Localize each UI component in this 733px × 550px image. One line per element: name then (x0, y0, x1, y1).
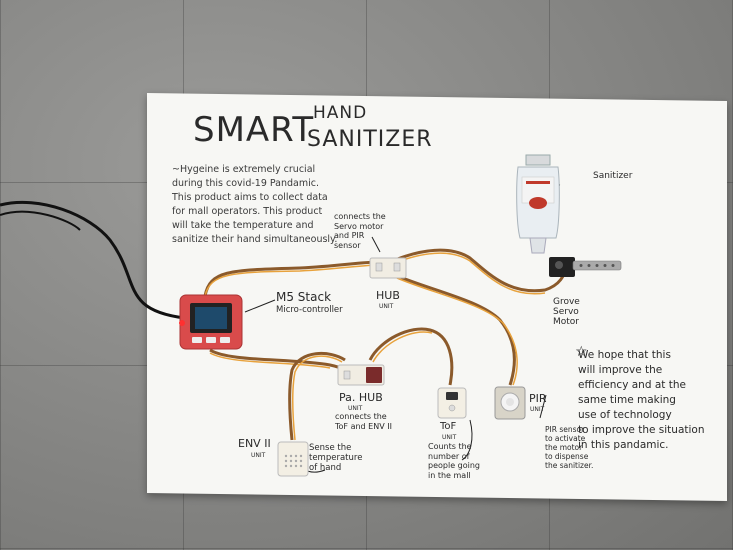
hub-unit-label: UNIT (379, 303, 394, 310)
star-icon: ☆ (575, 344, 588, 360)
pir-note: PIR sensor to activate the motor to disp… (545, 425, 594, 470)
env-label: ENV II (238, 437, 271, 450)
tof-label: ToF (440, 421, 457, 432)
tof-unit-label: UNIT (442, 434, 457, 441)
micro-controller-label: Micro-controller (276, 305, 343, 315)
grove-servo-label: Grove Servo Motor (553, 297, 580, 327)
hub-servo-note: connects the Servo motor and PIR sensor (334, 212, 386, 250)
pir-unit-label: UNIT (530, 406, 545, 413)
pa-hub-unit-label: UNIT (348, 405, 363, 412)
m5-stack-controller (179, 294, 243, 350)
pa-hub-unit (337, 364, 385, 386)
env-unit-label: UNIT (251, 452, 266, 459)
tof-note: Counts the number of people going in the… (428, 442, 481, 480)
intro-paragraph: ~Hygeine is extremely crucial during thi… (172, 164, 338, 245)
hub-unit (369, 257, 407, 279)
sanitizer-bottle (516, 154, 560, 254)
sanitizer-label: Sanitizer (593, 171, 633, 181)
env-ii-unit (277, 441, 309, 477)
pir-label: PIR (529, 392, 547, 405)
title-smart: SMART (193, 110, 315, 150)
title-hand: HAND (313, 103, 368, 123)
pir-unit (494, 386, 526, 420)
closing-note: We hope that this will improve the effic… (578, 349, 705, 451)
title-sanitizer: SANITIZER (307, 127, 433, 152)
servo-motor (549, 257, 622, 277)
pa-hub-note: connects the ToF and ENV II (335, 412, 392, 431)
m5-stack-label: M5 Stack (276, 290, 332, 304)
tof-unit (437, 387, 467, 419)
env-note: Sense the temperature of hand (309, 443, 363, 473)
pa-hub-label: Pa. HUB (339, 391, 383, 404)
hub-label: HUB (376, 289, 400, 302)
